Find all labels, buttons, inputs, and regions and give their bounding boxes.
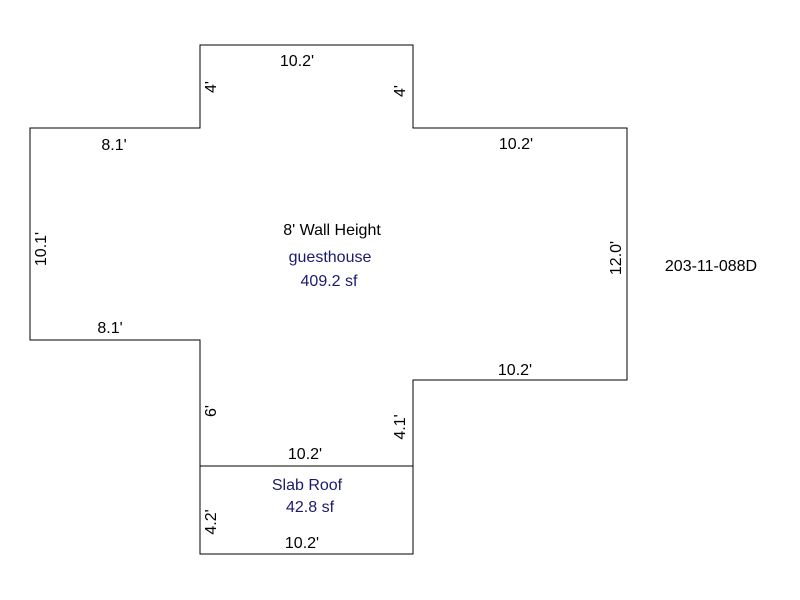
dim-top: 10.2': [280, 53, 314, 70]
guesthouse-name: guesthouse: [289, 249, 372, 266]
dim-lower-right-riser: 4.1': [392, 414, 409, 439]
dim-left-lower: 8.1': [97, 320, 122, 337]
dim-left-side: 10.1': [33, 232, 50, 266]
slab-roof-outline: [199, 466, 414, 555]
dim-right-side: 12.0': [608, 241, 625, 275]
dim-right-lower: 10.2': [498, 362, 532, 379]
dim-top-left-riser: 4': [203, 81, 220, 93]
dim-slab-top: 10.2': [288, 446, 322, 463]
slab-roof-name: Slab Roof: [272, 477, 343, 494]
dim-right-upper: 10.2': [499, 136, 533, 153]
dim-top-right-riser: 4': [392, 85, 409, 97]
guesthouse-size: 409.2 sf: [301, 273, 358, 290]
wall-height-label: 8' Wall Height: [283, 222, 381, 239]
dim-left-upper: 8.1': [101, 137, 126, 154]
dim-lower-left-riser: 6': [203, 405, 220, 417]
dim-slab-bottom: 10.2': [285, 535, 319, 552]
parcel-id: 203-11-088D: [665, 258, 757, 275]
dim-slab-left: 4.2': [203, 509, 220, 534]
slab-roof-size: 42.8 sf: [286, 499, 335, 516]
